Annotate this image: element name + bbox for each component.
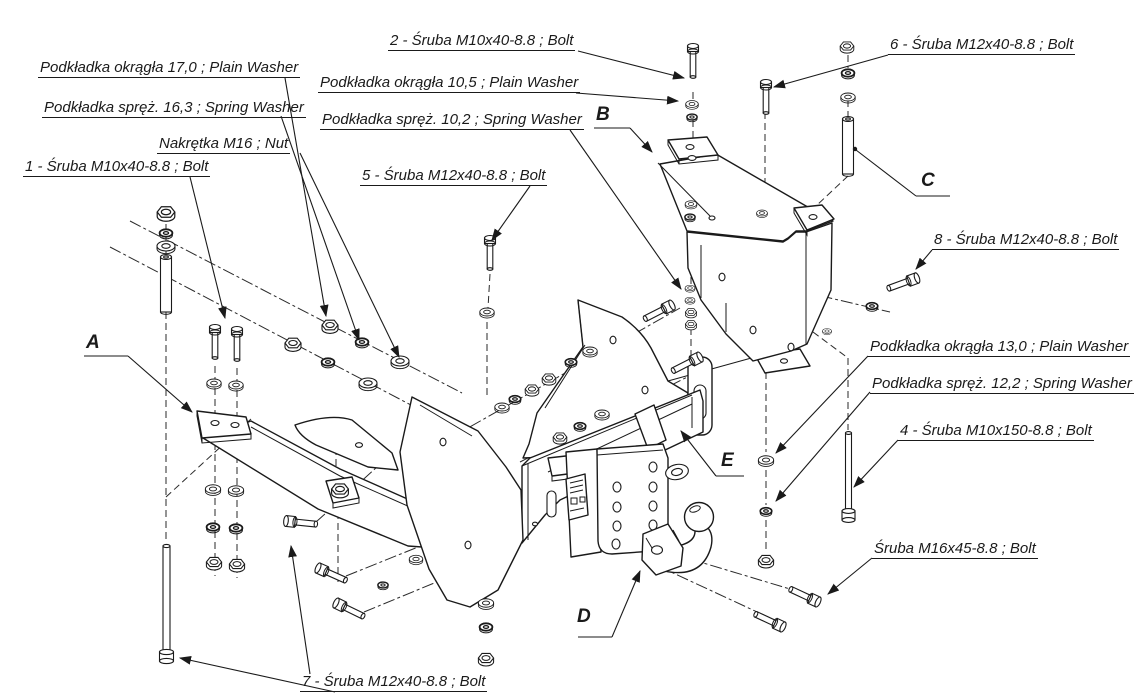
callout-bolt-1: 1 - Śruba M10x40-8.8 ; Bolt xyxy=(23,158,211,177)
callout-bolt-2: 2 - Śruba M10x40-8.8 ; Bolt xyxy=(388,32,576,51)
callout-spring-washer-10: Podkładka spręż. 10,2 ; Spring Washer xyxy=(320,111,584,130)
part-letter-c: C xyxy=(921,170,935,191)
callout-bolt-4: 4 - Śruba M10x150-8.8 ; Bolt xyxy=(898,422,1094,441)
part-e-crossbeam xyxy=(294,299,811,608)
leader-lines xyxy=(84,50,950,693)
callout-bolt-5: 5 - Śruba M12x40-8.8 ; Bolt xyxy=(360,167,548,186)
callout-bolt-7: 7 - Śruba M12x40-8.8 ; Bolt xyxy=(300,673,488,692)
callout-bolt-8: 8 - Śruba M12x40-8.8 ; Bolt xyxy=(932,231,1120,250)
callout-plain-washer-13: Podkładka okrągła 13,0 ; Plain Washer xyxy=(868,338,1131,357)
fasteners-hardware xyxy=(156,41,922,667)
part-b-bracket xyxy=(657,136,835,362)
bolt-4-long xyxy=(841,431,856,523)
part-c-spacer xyxy=(841,116,855,177)
part-letter-d: D xyxy=(577,606,591,627)
part-d-ball-hitch xyxy=(641,501,715,576)
callout-bolt-m16: Śruba M16x45-8.8 ; Bolt xyxy=(872,540,1038,559)
long-bolt-left xyxy=(158,543,175,665)
part-letter-b: B xyxy=(596,104,610,125)
callout-spring-washer-16: Podkładka spręż. 16,3 ; Spring Washer xyxy=(42,99,306,118)
callout-plain-washer-17: Podkładka okrągła 17,0 ; Plain Washer xyxy=(38,59,301,78)
callout-spring-washer-12: Podkładka spręż. 12,2 ; Spring Washer xyxy=(870,375,1134,394)
callout-bolt-6: 6 - Śruba M12x40-8.8 ; Bolt xyxy=(888,36,1076,55)
callout-nut-m16: Nakrętka M16 ; Nut xyxy=(157,135,291,154)
part-letter-a: A xyxy=(86,332,100,353)
callout-plain-washer-10: Podkładka okrągła 10,5 ; Plain Washer xyxy=(318,74,581,93)
part-letter-e: E xyxy=(721,450,734,471)
